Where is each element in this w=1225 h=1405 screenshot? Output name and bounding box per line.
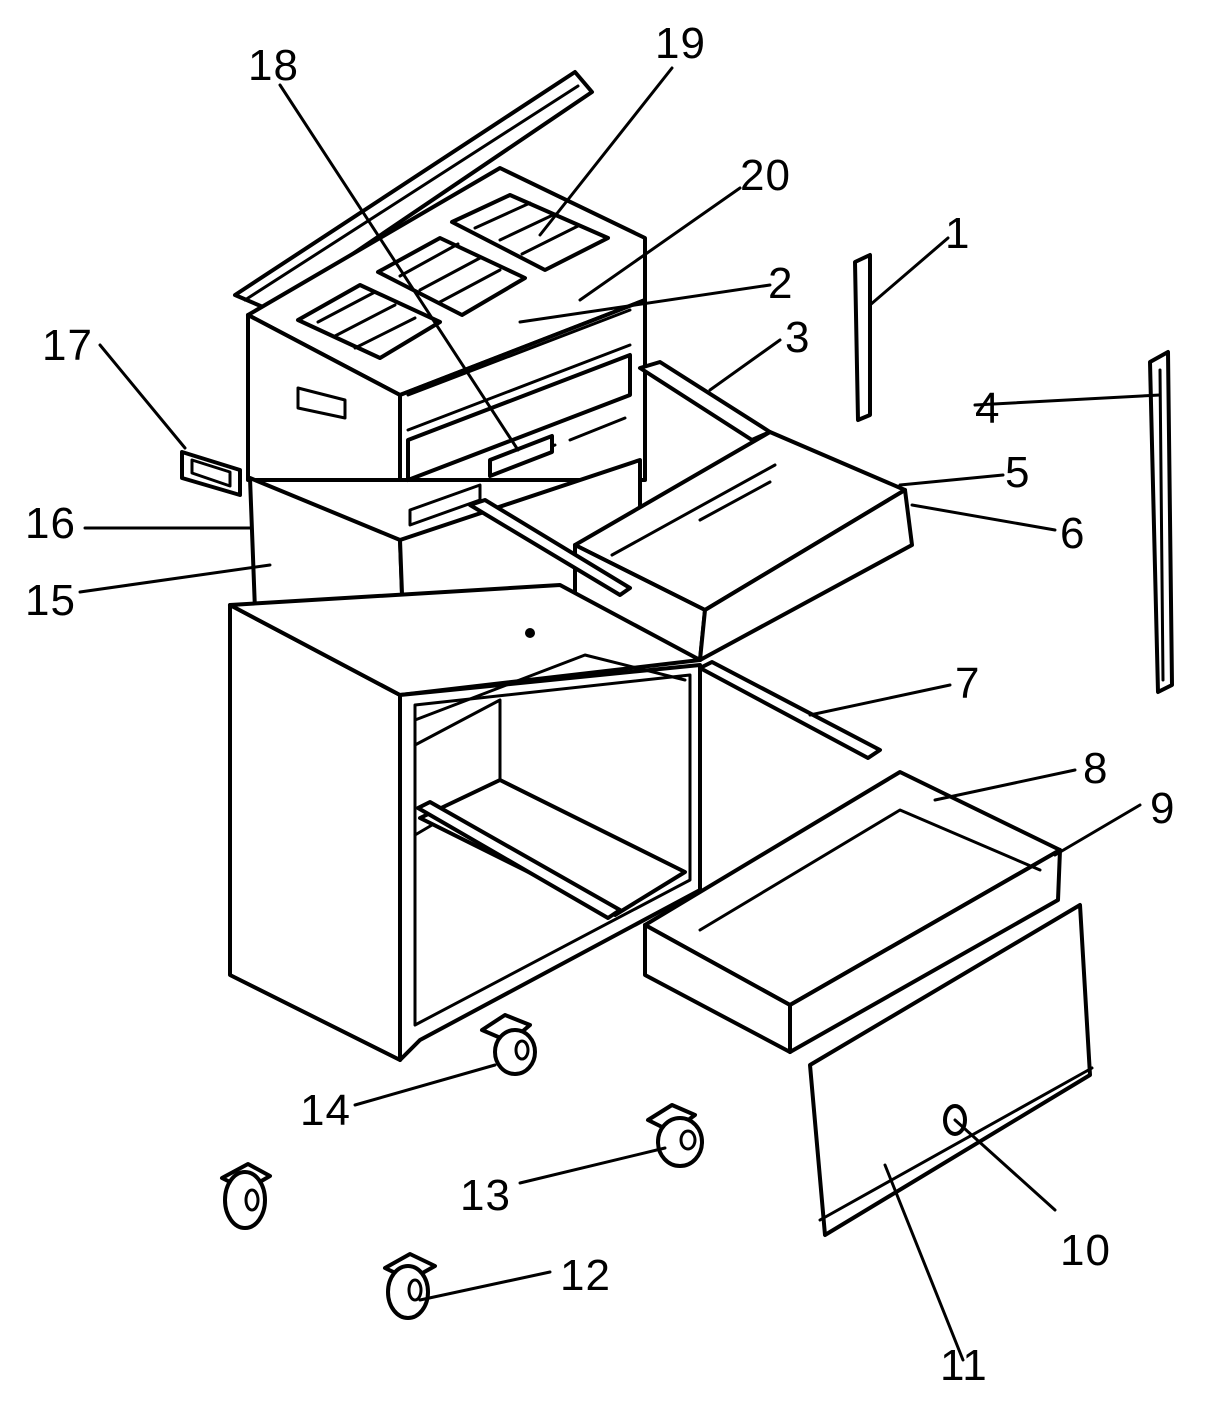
tray-right <box>450 193 610 272</box>
callout-13: 13 <box>460 1171 511 1220</box>
slide-rail-long <box>1148 350 1174 694</box>
callout-1: 1 <box>945 209 970 258</box>
callout-5: 5 <box>1005 448 1030 497</box>
tray-left <box>296 283 442 360</box>
drawer-slide-mid <box>468 498 632 597</box>
callout-12: 12 <box>560 1251 611 1300</box>
callout-18: 18 <box>248 41 299 90</box>
callout-15: 15 <box>25 576 76 625</box>
callout-20: 20 <box>740 151 791 200</box>
drawer-front-panel <box>808 903 1094 1237</box>
upper-drawer <box>468 430 914 662</box>
lower-drawer <box>643 770 1062 1054</box>
caster-left <box>220 1162 272 1230</box>
cabinet-top <box>228 583 702 697</box>
drawer-slide-lower <box>698 660 882 760</box>
top-drawer-front <box>406 353 632 482</box>
callout-19: 19 <box>655 19 706 68</box>
caster-12 <box>383 1252 437 1320</box>
callout-6: 6 <box>1060 509 1085 558</box>
side-handle <box>180 450 242 497</box>
lower-slide-left <box>416 800 622 920</box>
tray-middle <box>376 236 527 317</box>
callout-labels: 1 2 3 4 5 6 7 8 9 10 11 12 13 14 15 16 1… <box>25 19 1175 1390</box>
callout-17: 17 <box>42 321 93 370</box>
drawer-slide-upper <box>638 360 772 442</box>
callout-16: 16 <box>25 499 76 548</box>
callout-10: 10 <box>1060 1226 1111 1275</box>
drawer-handle <box>488 434 554 478</box>
callout-9: 9 <box>1150 784 1175 833</box>
caster-13 <box>646 1103 704 1168</box>
caster-14 <box>480 1013 537 1076</box>
leader-lines <box>78 66 1162 1362</box>
callout-2: 2 <box>768 259 793 308</box>
callout-4: 4 <box>975 384 1000 433</box>
callout-11: 11 <box>940 1341 988 1390</box>
callout-14: 14 <box>300 1086 351 1135</box>
slide-rail-short <box>853 253 872 422</box>
lower-cabinet <box>228 583 702 1062</box>
callout-7: 7 <box>955 659 980 708</box>
callout-3: 3 <box>785 313 810 362</box>
callout-8: 8 <box>1083 744 1108 793</box>
